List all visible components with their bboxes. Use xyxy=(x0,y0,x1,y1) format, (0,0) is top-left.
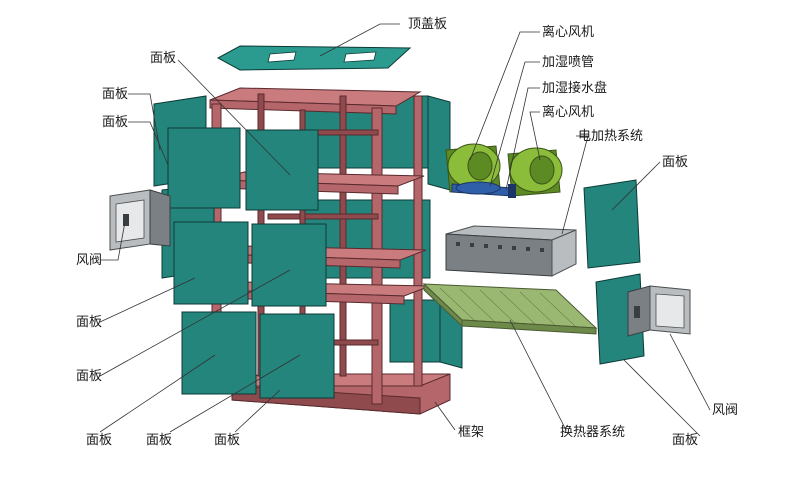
label-damper-left: 风阀 xyxy=(76,253,102,268)
label-top-cover: 顶盖板 xyxy=(408,17,447,32)
right-side-panel xyxy=(427,95,451,191)
damper-left-shape xyxy=(109,189,171,251)
label-panel-top-mid: 面板 xyxy=(150,51,176,66)
label-fan-1: 离心风机 xyxy=(542,24,594,40)
fan-2-shape xyxy=(507,147,563,197)
label-heater: 电加热系统 xyxy=(578,129,643,144)
label-panel-left-1: 面板 xyxy=(102,87,128,102)
label-panel-right-1: 面板 xyxy=(662,155,688,170)
label-panel-bottom-2: 面板 xyxy=(146,433,172,448)
humid-pipe-shape xyxy=(451,181,516,198)
label-panel-left-3: 面板 xyxy=(76,315,102,330)
label-panel-bottom-1: 面板 xyxy=(86,433,112,448)
fan-1-shape xyxy=(445,143,501,193)
label-humid-tray: 加湿接水盘 xyxy=(542,80,607,96)
label-humid-pipe: 加湿喷管 xyxy=(542,55,594,70)
panel-front-2 xyxy=(245,129,319,211)
label-panel-left-4: 面板 xyxy=(76,369,102,384)
label-damper-right: 风阀 xyxy=(712,403,738,418)
panel-right-1 xyxy=(583,179,641,269)
panel-front-3 xyxy=(173,221,249,305)
label-heat-exchanger: 换热器系统 xyxy=(560,425,625,440)
leader-lines xyxy=(99,23,711,437)
panel-front-1 xyxy=(167,127,241,209)
panel-front-6 xyxy=(259,313,335,399)
damper-right-shape xyxy=(627,285,691,337)
top-cover-shape xyxy=(216,45,412,71)
heat-exchanger-shape xyxy=(422,282,598,335)
heater-shape xyxy=(445,225,577,277)
label-panel-right-2: 面板 xyxy=(672,433,698,448)
panel-front-5 xyxy=(181,311,257,395)
label-fan-2: 离心风机 xyxy=(542,104,594,120)
label-panel-bottom-3: 面板 xyxy=(214,433,240,448)
label-panel-left-2: 面板 xyxy=(102,115,128,130)
label-frame: 框架 xyxy=(458,425,484,440)
panel-front-4 xyxy=(251,223,327,307)
